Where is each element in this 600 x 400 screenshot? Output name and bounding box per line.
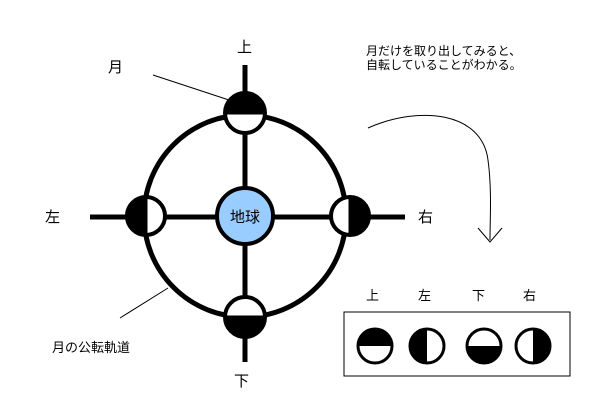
curved-arrow [367,114,491,241]
label-right: 右 [418,208,433,226]
arrow-head [477,227,503,243]
moon-leader-line [152,74,233,102]
legend-moon-bottom [465,327,503,365]
legend-label-left: 左 [418,289,431,304]
label-top: 上 [237,38,252,56]
legend-moon-right [514,327,552,365]
legend-label-bottom: 下 [472,289,485,304]
note-line-1: 月だけを取り出してみると、 [366,44,521,58]
legend-label-top: 上 [366,289,379,304]
moon-right [329,195,371,237]
earth [215,186,275,246]
moon-label: 月 [108,58,123,76]
orbit-label: 月の公転軌道 [52,340,130,356]
legend-box [343,311,571,377]
label-bottom: 下 [234,372,249,390]
note-line-2: 自転していることがわかる。 [366,57,522,72]
earth-label: 地球 [230,208,260,226]
legend-moon-top [356,327,394,365]
orbit-leader-line [119,287,169,319]
moon-top [223,91,267,135]
legend-label-right: 右 [523,289,536,304]
label-left: 左 [45,208,60,226]
legend-moon-left [408,327,446,365]
moon-bottom [223,295,267,339]
moon-left [125,195,167,237]
